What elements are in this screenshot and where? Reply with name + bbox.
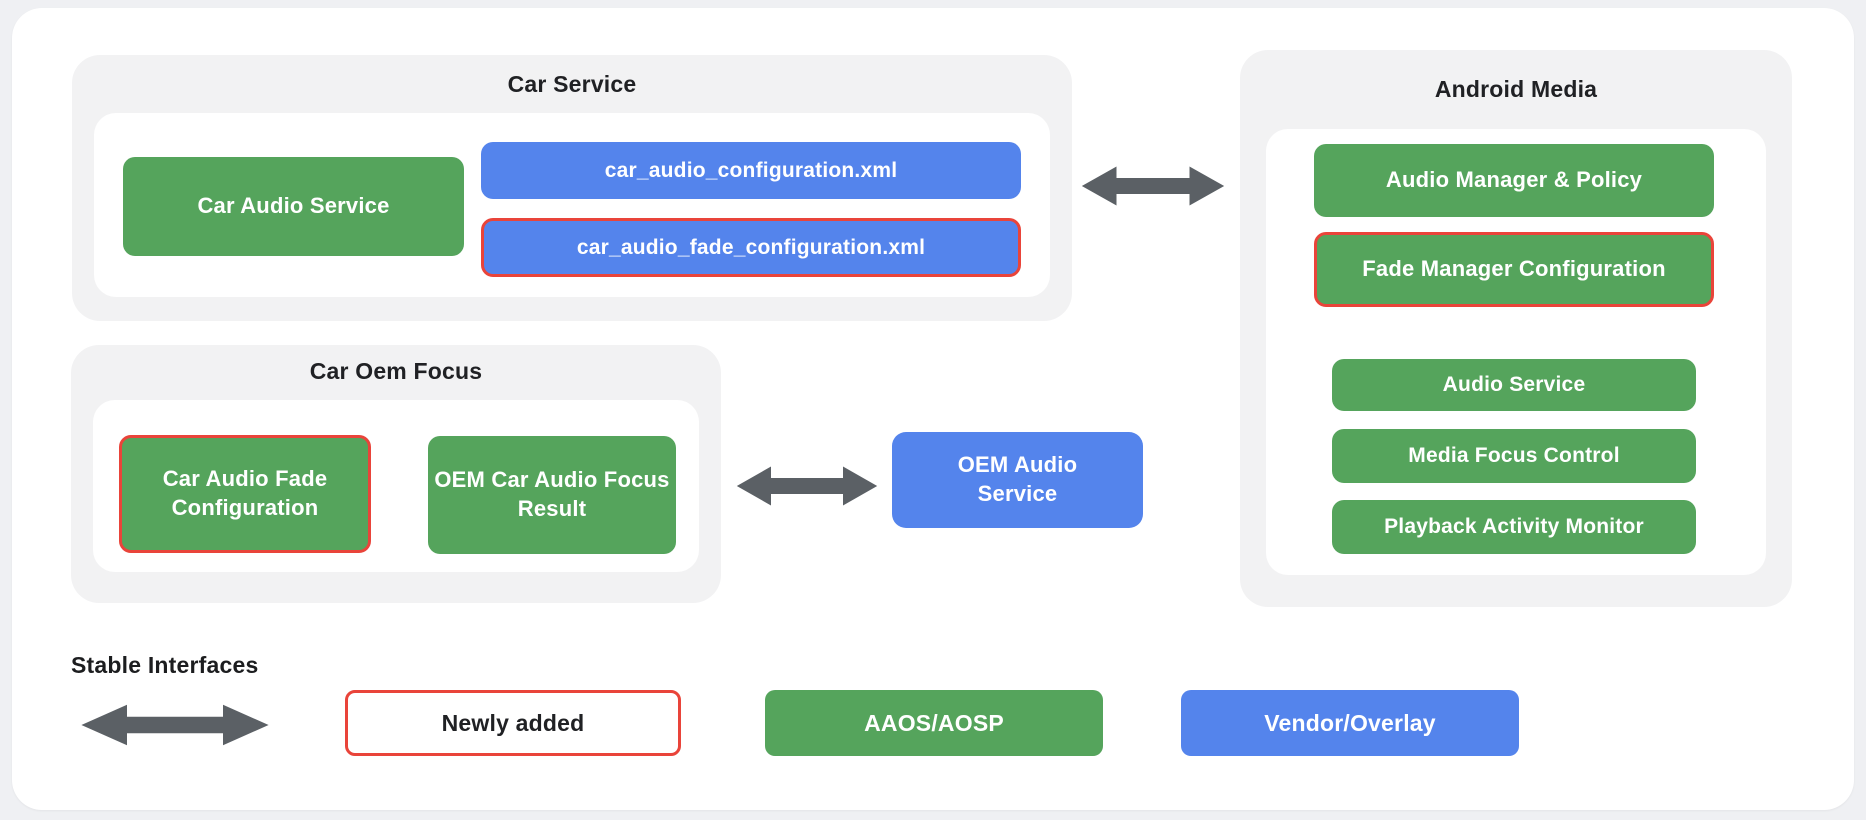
node-fade-manager-configuration: Fade Manager Configuration	[1314, 232, 1714, 307]
legend-stable-interfaces-label: Stable Interfaces	[71, 652, 259, 678]
legend-vendor-overlay: Vendor/Overlay	[1181, 690, 1519, 756]
node-car-audio-fade-configuration-xml: car_audio_fade_configuration.xml	[481, 218, 1021, 277]
node-car-audio-service: Car Audio Service	[123, 157, 464, 256]
node-audio-service: Audio Service	[1332, 359, 1696, 411]
group-title-car-service: Car Service	[507, 71, 637, 97]
node-media-focus-control: Media Focus Control	[1332, 429, 1696, 483]
node-audio-manager-policy: Audio Manager & Policy	[1314, 144, 1714, 217]
node-oem-audio-service-label: OEM Audio Service	[957, 452, 1078, 506]
group-android-media: Android Media Audio Manager & Policy Fad…	[1240, 50, 1792, 607]
node-oem-car-audio-focus-result: OEM Car Audio Focus Result	[428, 436, 676, 554]
group-title-android-media: Android Media	[1434, 76, 1598, 102]
node-car-audio-configuration-xml: car_audio_configuration.xml	[481, 142, 1021, 199]
legend-newly-added: Newly added	[345, 690, 681, 756]
node-playback-activity-monitor: Playback Activity Monitor	[1332, 500, 1696, 554]
node-car-audio-fade-configuration: Car Audio Fade Configuration	[119, 435, 371, 553]
bidirectional-arrow-icon	[1081, 166, 1225, 206]
bidirectional-arrow-icon	[736, 466, 878, 506]
legend-aaos-aosp: AAOS/AOSP	[765, 690, 1103, 756]
group-car-oem-focus: Car Oem Focus Car Audio Fade Configurati…	[71, 345, 721, 603]
group-car-service: Car Service Car Audio Service car_audio_…	[72, 55, 1072, 321]
group-title-car-oem-focus: Car Oem Focus	[309, 358, 483, 384]
node-oem-audio-service: OEM Audio Service	[892, 432, 1143, 528]
bidirectional-arrow-icon	[81, 704, 269, 746]
